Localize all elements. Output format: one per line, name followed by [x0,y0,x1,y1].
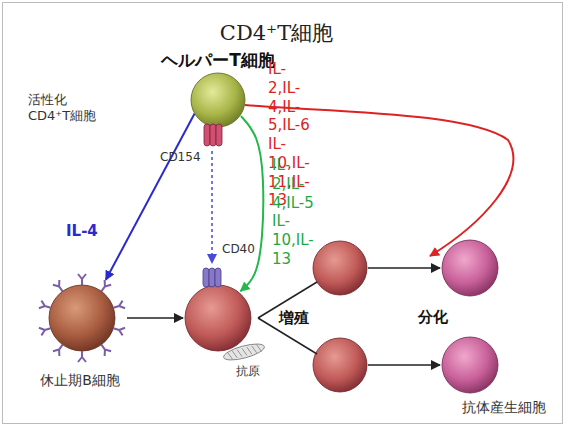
antibody-symbol [78,274,86,285]
connector-arrow [240,116,263,291]
antibody-symbol [39,301,51,309]
antibody-symbol [101,345,111,356]
resting-b-cell: 休止期B細胞 [49,285,115,351]
antibody-symbol [78,351,86,362]
cell-label: 休止期B細胞 [40,372,120,390]
cell-label: 抗体産生細胞 [462,399,546,417]
receptor-label: CD40 [222,242,255,257]
antibody-symbol [113,301,125,309]
cell-shape [442,337,498,393]
antigen-label: 抗原 [236,364,260,379]
differentiation-arrow [368,364,440,366]
cell-shape [191,73,245,127]
cell-caption: 活性化 CD4⁺T細胞 [28,92,96,125]
proliferating-b-cell [313,338,367,392]
receptor [216,124,222,146]
cell-body [191,73,245,127]
plasma-cell [442,240,498,296]
cell-shape [185,285,251,351]
antibody-symbol [53,280,63,291]
plasma-cell: 抗体産生細胞 [442,337,498,393]
cell-shape [49,285,115,351]
process-label: 増殖 [279,309,309,328]
cell-heading: ヘルパーT細胞 [161,50,275,71]
edge-label: IL-4 [66,222,98,241]
connector-arrow [127,317,183,319]
proliferating-b-cell [313,241,367,295]
edge-label: IL-2,IL-4,IL-5 IL-10,IL-13 [272,156,314,269]
differentiation-arrow [368,267,440,269]
cell-body [185,285,251,351]
helper-t-cell: ヘルパーT細胞活性化 CD4⁺T細胞 [191,73,245,127]
edge-label: CD154 [160,150,201,165]
cell-body [442,337,498,393]
cell-body [49,285,115,351]
receptor [210,124,216,146]
connector-arrow [211,151,213,263]
receptor [204,124,210,146]
diagram-title: CD4⁺T細胞 [0,20,559,46]
activated-b-cell: CD40抗原 [185,285,251,351]
receptor [209,268,215,287]
antibody-symbol [113,328,125,336]
receptor [203,268,209,287]
connector-arrow [106,114,195,280]
antibody-symbol [39,328,51,336]
process-label: 分化 [418,308,448,327]
antibody-symbol [101,280,111,291]
antibody-symbol [53,345,63,356]
antigen [222,341,266,363]
frame [3,3,563,424]
receptor [215,268,221,287]
